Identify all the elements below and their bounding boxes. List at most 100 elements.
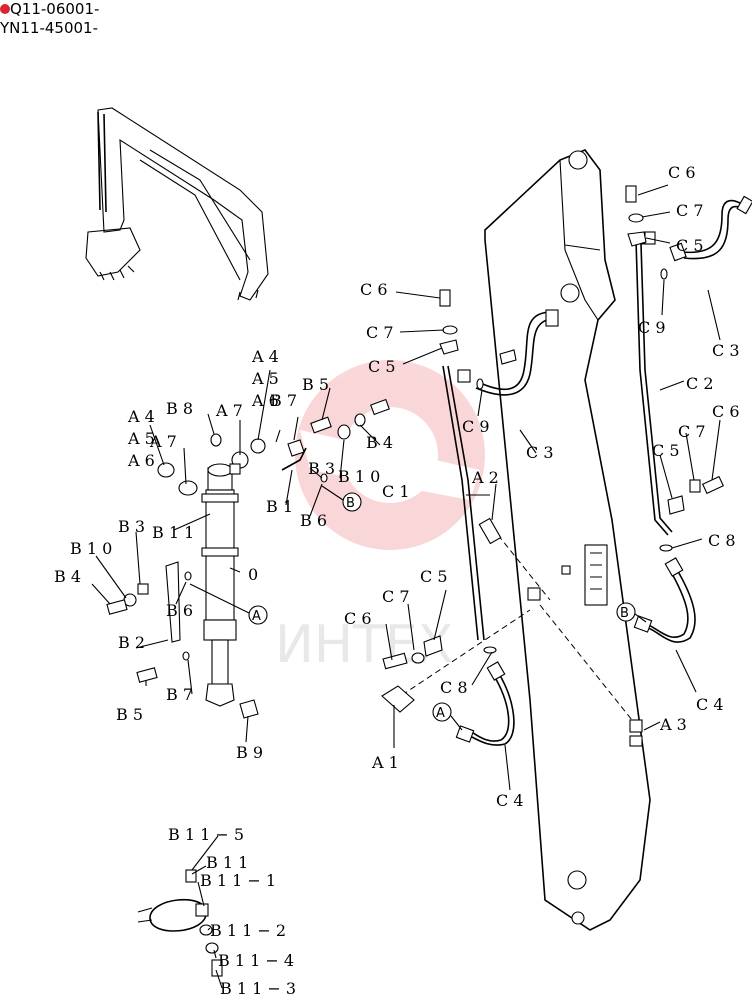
label-b4-top: B 4 xyxy=(366,433,393,452)
callout-a-right: A xyxy=(189,583,268,625)
label-c7-right: C 7 xyxy=(678,422,706,441)
hose-c4-right-fitting xyxy=(664,557,684,577)
label-c9-mid: C 9 xyxy=(462,417,490,436)
callout-b-top: B xyxy=(321,485,362,512)
label-c5-top: C 5 xyxy=(676,236,704,255)
label-c5-low: C 5 xyxy=(420,567,448,586)
label-b11-2: B 1 1 − 2 xyxy=(210,921,286,940)
washer-c7-low xyxy=(411,652,425,664)
label-zero: 0 xyxy=(248,565,258,584)
label-c7-mid: C 7 xyxy=(366,323,394,342)
plug-a3-a xyxy=(629,719,643,733)
arm-outline xyxy=(484,149,651,931)
fitting-b9 xyxy=(239,699,259,719)
label-b11: B 1 1 xyxy=(152,523,194,542)
clamp-c5-top xyxy=(627,231,647,247)
arm-bracket-bolts xyxy=(590,552,602,590)
hose-c3-top-fitting xyxy=(736,195,752,215)
adapter-b3-left xyxy=(137,583,149,595)
label-b2: B 2 xyxy=(118,633,145,652)
label-c6-mid: C 6 xyxy=(360,280,388,299)
label-a3: A 3 xyxy=(659,715,687,734)
label-a5-left: A 5 xyxy=(127,429,155,448)
shim-a6-mid xyxy=(250,438,266,454)
label-a4-mid: A 4 xyxy=(251,347,279,366)
arm-block-a2 xyxy=(527,587,541,601)
hose-c4-right-fitting-b xyxy=(633,615,653,633)
grease-fitting-b8 xyxy=(210,433,222,447)
label-c6-right: C 6 xyxy=(712,402,740,421)
hose-c4-low-edge xyxy=(469,673,510,742)
bolt-b4-left xyxy=(106,599,128,615)
clamp-nut-b11-4 xyxy=(205,942,219,954)
bolt-c6-mid xyxy=(439,289,451,307)
callout-a-text-1: A xyxy=(252,609,261,624)
clamp-spacer-b11-5 xyxy=(185,869,197,883)
label-a4-left: A 4 xyxy=(127,407,155,426)
cylinder-boss xyxy=(207,463,233,477)
thumb-boom-arm xyxy=(97,107,269,301)
bolt-b5-top xyxy=(310,416,332,434)
label-b11-3: B 1 1 − 3 xyxy=(220,979,296,998)
serial-range-1: Q11-06001- xyxy=(10,0,100,18)
label-b3-top: B 3 xyxy=(308,459,335,478)
label-c7-top: C 7 xyxy=(676,201,704,220)
thumb-arm-hoses xyxy=(97,111,107,213)
model-serial-header: Q11-06001- YN11-45001- xyxy=(0,0,99,38)
label-b11-5: B 1 1 − 5 xyxy=(168,825,244,844)
label-b7-left: B 7 xyxy=(166,685,193,704)
label-b7-top: B 7 xyxy=(270,391,297,410)
bracket-mid-arm xyxy=(499,349,517,365)
oring-b6-top xyxy=(320,473,328,483)
label-a5-mid: A 5 xyxy=(251,369,279,388)
label-c3-mid: C 3 xyxy=(526,443,554,462)
hose-c3-mid xyxy=(477,311,553,391)
plate-a7-left xyxy=(178,480,198,496)
arm-small-clip xyxy=(561,565,571,575)
label-c8-right: C 8 xyxy=(708,531,736,550)
clamp-bolt-b11-1 xyxy=(195,903,209,917)
arm-structure xyxy=(484,149,651,931)
plug-a3-b xyxy=(629,735,643,747)
label-c4-right: C 4 xyxy=(696,695,724,714)
washer-b10-top xyxy=(354,413,366,427)
hose-c3-fitting-b xyxy=(669,242,687,262)
thumb-boom-foot xyxy=(237,289,259,301)
label-b6-left: B 6 xyxy=(166,601,193,620)
label-a6-mid: A 6 xyxy=(251,391,279,410)
label-c8-low: C 8 xyxy=(440,678,468,697)
adapter-b3-top xyxy=(337,424,351,440)
arm-top-rib xyxy=(559,159,599,321)
label-b6-top: B 6 xyxy=(300,511,327,530)
bolt-c6-low xyxy=(382,652,408,670)
hose-c4-right xyxy=(647,567,696,643)
clamp-c5-mid xyxy=(439,339,459,355)
arm-hose-bracket xyxy=(584,544,608,606)
label-b8: B 8 xyxy=(166,399,193,418)
label-b10-left: B 1 0 xyxy=(70,539,112,558)
label-c7-low: C 7 xyxy=(382,587,410,606)
cylinder-rod xyxy=(211,639,229,685)
clamp-c5-right xyxy=(667,495,685,515)
hose-c4-low-fitting xyxy=(486,661,506,681)
label-c2: C 2 xyxy=(686,374,714,393)
bolt-a5 xyxy=(229,463,241,475)
bolt-a2 xyxy=(478,517,502,545)
label-b11-bottom: B 1 1 xyxy=(206,853,248,872)
label-b10-top: B 1 0 xyxy=(338,467,380,486)
hose-c3-top xyxy=(681,199,741,254)
tube-b2 xyxy=(165,561,181,643)
arm-bucket-pin-boss xyxy=(567,870,587,890)
label-b5-left: B 5 xyxy=(116,705,143,724)
callout-a-text-2: A xyxy=(436,706,445,721)
pipe-clip-top-arm xyxy=(545,309,559,327)
label-a6-left: A 6 xyxy=(127,451,155,470)
label-b5-top: B 5 xyxy=(302,375,329,394)
oring-c9-mid xyxy=(476,378,484,390)
serial-range-2: YN11-45001- xyxy=(0,19,99,37)
arm-top-plate xyxy=(564,244,601,251)
top-right-fasteners xyxy=(381,185,725,747)
arm-top-pin-boss xyxy=(568,150,588,170)
leader-lines xyxy=(91,184,721,989)
